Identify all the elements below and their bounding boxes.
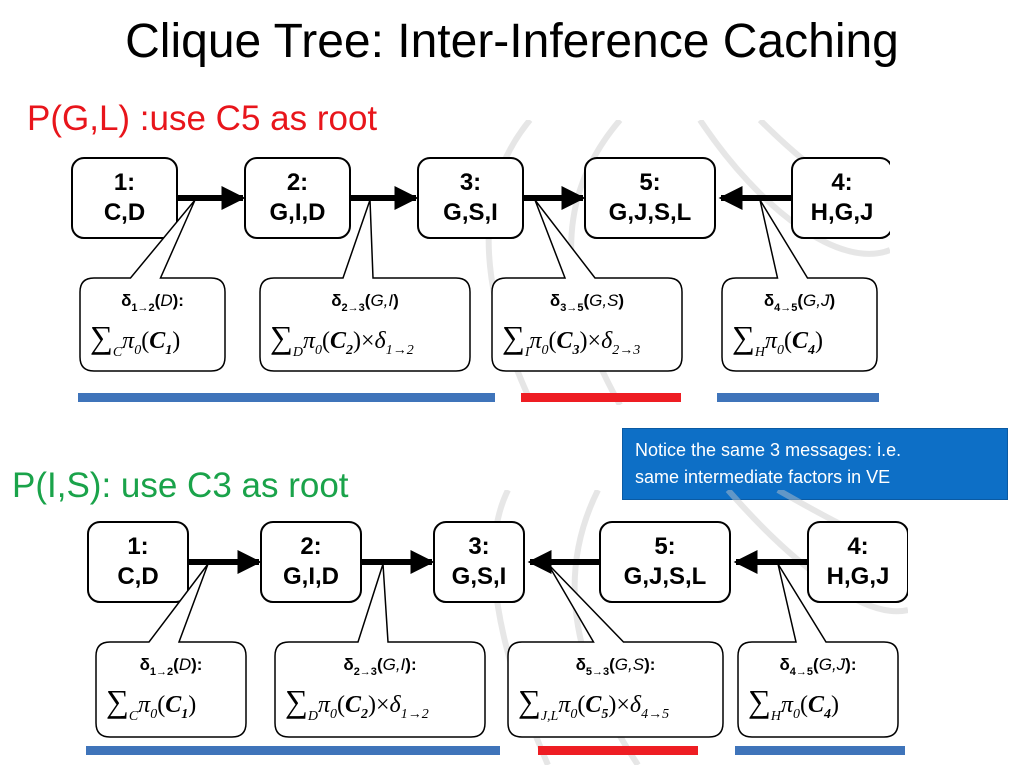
shared-message-bar — [735, 746, 905, 755]
message-header: δ1→2(D): — [140, 655, 203, 678]
clique-vars-label: G,I,D — [269, 199, 325, 226]
clique-box — [599, 521, 731, 603]
clique-id-label: 5: — [639, 169, 660, 196]
clique-node-2: 2: G,I,D — [260, 521, 362, 603]
message-formula: ∑Dπ0(C2)×δ1→2 — [285, 683, 429, 724]
message-formula: ∑Dπ0(C2)×δ1→2 — [270, 319, 414, 360]
clique-box — [87, 521, 189, 603]
clique-box — [244, 157, 351, 239]
bubble-outline — [79, 199, 226, 372]
message-bubble-4-to-5: δ4→5(G,J): ∑Hπ0(C4) — [737, 563, 899, 738]
clique-box — [807, 521, 908, 603]
message-header: δ1→2(D): — [121, 291, 184, 314]
clique-box — [433, 521, 525, 603]
section-heading-c5-root: P(G,L) :use C5 as root — [27, 99, 378, 138]
clique-box — [584, 157, 716, 239]
shared-message-bar — [78, 393, 495, 402]
message-bubble-2-to-3: δ2→3(G,I) ∑Dπ0(C2)×δ1→2 — [259, 199, 471, 372]
message-bubble-2-to-3: δ2→3(G,I): ∑Dπ0(C2)×δ1→2 — [274, 563, 486, 738]
clique-node-5: 5: G,J,S,L — [584, 157, 716, 239]
clique-id-label: 2: — [300, 533, 321, 560]
clique-vars-label: G,J,S,L — [609, 199, 692, 226]
clique-id-label: 3: — [468, 533, 489, 560]
message-bubble-3-to-5: δ3→5(G,S) ∑Iπ0(C3)×δ2→3 — [491, 199, 683, 372]
clique-id-label: 3: — [460, 169, 481, 196]
message-header: δ2→3(G,I): — [343, 655, 416, 678]
bubble-outline — [721, 199, 878, 372]
clique-box — [417, 157, 524, 239]
clique-id-label: 1: — [114, 169, 135, 196]
callout-line-2: same intermediate factors in VE — [635, 467, 891, 487]
clique-node-1: 1: C,D — [71, 157, 178, 239]
clique-node-5: 5: G,J,S,L — [599, 521, 731, 603]
bubble-outline — [507, 563, 724, 738]
clique-node-4: 4: H,G,J — [791, 157, 890, 239]
clique-tree-diagram-c5-root: 1: C,D 2: G,I,D 3: G,S,I 5: G,J,S,L 4: H,G,J δ1→2(… — [71, 120, 890, 405]
message-formula: ∑Hπ0(C4) — [748, 683, 839, 724]
distinct-message-bar — [538, 746, 698, 755]
message-formula: ∑J,Lπ0(C5)×δ4→5 — [518, 683, 669, 724]
message-header: δ3→5(G,S) — [550, 291, 624, 314]
section-heading-c3-root: P(I,S): use C3 as root — [12, 466, 349, 505]
distinct-message-bar — [521, 393, 681, 402]
clique-id-label: 4: — [831, 169, 852, 196]
bubble-outline — [274, 563, 486, 738]
clique-node-4: 4: H,G,J — [807, 521, 908, 603]
clique-tree-diagram-c3-root: 1: C,D 2: G,I,D 3: G,S,I 5: G,J,S,L 4: H,G,J δ1→2(… — [86, 490, 908, 765]
callout-line-1: Notice the same 3 messages: i.e. — [635, 440, 902, 460]
bubble-outline — [259, 199, 471, 372]
shared-message-bar — [717, 393, 879, 402]
clique-node-3: 3: G,S,I — [433, 521, 525, 603]
clique-box — [71, 157, 178, 239]
bubble-outline — [491, 199, 683, 372]
clique-vars-label: C,D — [104, 199, 145, 226]
clique-node-1: 1: C,D — [87, 521, 189, 603]
clique-id-label: 5: — [654, 533, 675, 560]
clique-node-2: 2: G,I,D — [244, 157, 351, 239]
message-formula: ∑Cπ0(C1) — [90, 319, 180, 360]
clique-id-label: 1: — [127, 533, 148, 560]
clique-box — [260, 521, 362, 603]
message-formula: ∑Iπ0(C3)×δ2→3 — [502, 319, 640, 360]
message-bubble-5-to-3: δ5→3(G,S): ∑J,Lπ0(C5)×δ4→5 — [507, 563, 724, 738]
clique-vars-label: G,J,S,L — [624, 563, 707, 590]
bubble-outline — [737, 563, 899, 738]
message-bubble-1-to-2: δ1→2(D): ∑Cπ0(C1) — [95, 563, 247, 738]
clique-vars-label: G,S,I — [443, 199, 498, 226]
bubble-outline — [95, 563, 247, 738]
clique-vars-label: C,D — [117, 563, 158, 590]
message-header: δ4→5(G,J) — [764, 291, 835, 314]
clique-vars-label: G,S,I — [452, 563, 507, 590]
message-formula: ∑Cπ0(C1) — [106, 683, 196, 724]
message-formula: ∑Hπ0(C4) — [732, 319, 823, 360]
clique-vars-label: H,G,J — [811, 199, 874, 226]
callout-note: Notice the same 3 messages: i.e. same in… — [622, 428, 1008, 500]
slide-title: Clique Tree: Inter-Inference Caching — [125, 15, 899, 68]
clique-vars-label: G,I,D — [283, 563, 339, 590]
message-bubble-1-to-2: δ1→2(D): ∑Cπ0(C1) — [79, 199, 226, 372]
message-bubble-4-to-5: δ4→5(G,J) ∑Hπ0(C4) — [721, 199, 878, 372]
clique-vars-label: H,G,J — [827, 563, 890, 590]
clique-box — [791, 157, 890, 239]
shared-message-bar — [86, 746, 500, 755]
message-header: δ4→5(G,J): — [779, 655, 856, 678]
message-header: δ5→3(G,S): — [576, 655, 656, 678]
clique-id-label: 2: — [287, 169, 308, 196]
clique-id-label: 4: — [847, 533, 868, 560]
clique-node-3: 3: G,S,I — [417, 157, 524, 239]
message-header: δ2→3(G,I) — [331, 291, 399, 314]
